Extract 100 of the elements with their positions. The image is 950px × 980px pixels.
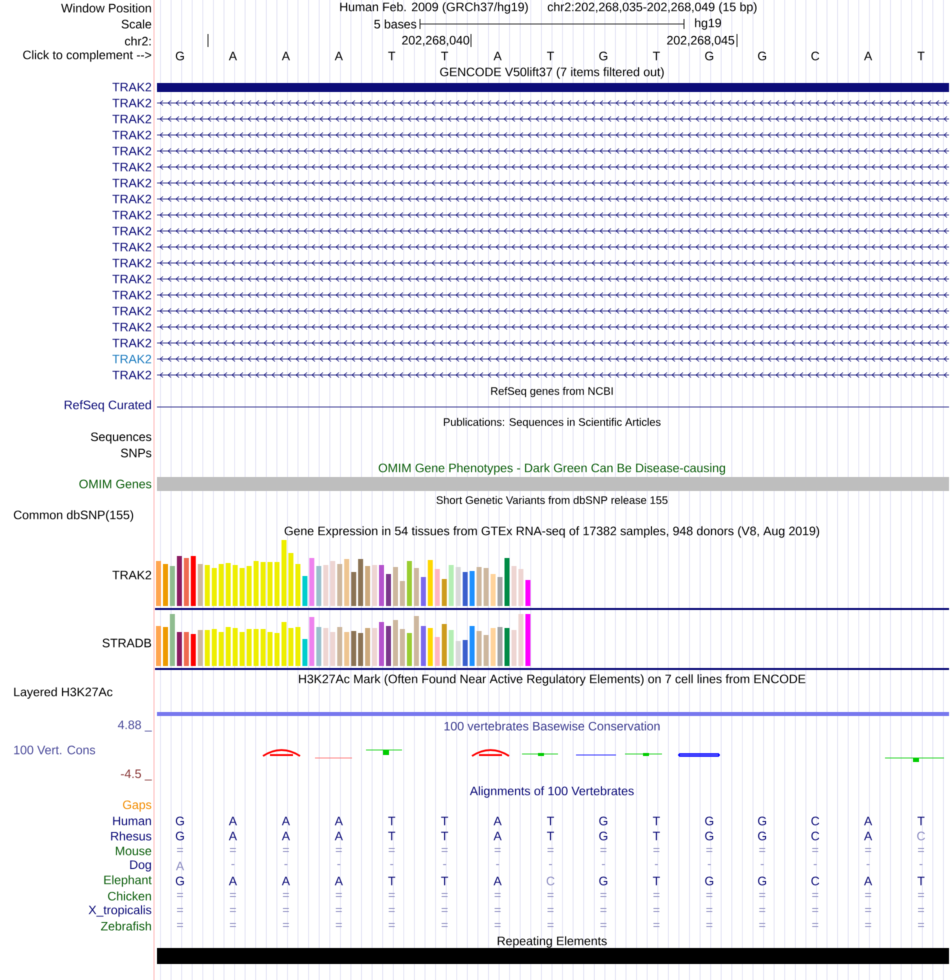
species-label: X_tropicalis [88,905,152,917]
base-letter: = [812,848,818,852]
base-letter: = [494,908,501,912]
base-letter: = [442,923,448,927]
track-label: TRAK2 [112,370,152,380]
base-letter: = [812,893,818,897]
row-label: Scale [122,20,152,28]
base-letter: A [228,52,237,60]
track-label: RefSeq Curated [64,400,151,412]
base-letter: = [759,848,766,852]
track-label: Sequences [90,432,152,444]
track-label: TRAK2 [112,258,152,268]
track-title: Publications: Sequences in Scientific Articles [444,418,661,428]
base-letter: = [230,908,236,912]
base-letter: G [758,52,766,60]
base-letter: - [231,864,234,866]
base-letter: = [442,848,448,852]
track-label: SNPs [120,448,152,458]
base-letter: = [230,893,236,897]
base-letter: = [812,908,818,912]
species-label: Mouse [116,846,152,856]
track-title: Repeating Elements [498,936,607,948]
base-letter: = [548,848,554,852]
base-letter: T [918,816,924,826]
track-label: TRAK2 [112,194,152,204]
base-letter: T [441,876,448,886]
base-letter: = [918,893,924,897]
assembly-label: Human Feb. 2009 (GRCh37/hg19) [340,2,528,14]
base-letter: = [548,893,554,897]
track-label: TRAK2 [112,570,152,580]
base-letter: = [812,923,818,927]
base-letter: = [388,848,395,852]
track-label: TRAK2 [112,130,152,140]
species-label: Zebrafish [101,922,151,931]
base-letter: = [494,923,501,927]
base-letter: = [548,923,554,927]
base-letter: = [336,908,342,912]
base-letter: A [282,52,290,60]
base-letter: = [548,908,554,912]
track-title: GENCODE V50lift37 (7 items filtered out) [440,67,664,79]
base-letter: T [441,832,448,840]
base-letter: T [388,832,396,840]
base-letter: A [334,816,343,826]
track-title: Short Genetic Variants from dbSNP release 155 [436,496,668,504]
base-letter: = [865,848,872,852]
base-letter: = [600,923,606,927]
base-letter: = [865,923,872,927]
base-letter: T [652,876,660,886]
base-letter: = [494,848,501,852]
base-letter: = [706,893,712,897]
track-label: TRAK2 [112,354,152,364]
base-letter: G [758,876,766,886]
base-letter: A [864,52,872,60]
base-letter: G [758,816,766,826]
coordinate-label: 202,268,045 [667,36,734,46]
base-letter: = [230,848,236,852]
base-letter: = [600,848,606,852]
base-letter: = [918,923,924,927]
track-label: TRAK2 [112,210,152,220]
base-letter: T [918,876,924,886]
base-letter: T [388,52,396,60]
base-letter: A [228,832,237,840]
base-letter: T [547,52,554,60]
base-letter: A [282,832,290,840]
base-letter: = [336,923,342,927]
base-letter: - [814,864,817,866]
base-letter: C [811,816,820,826]
base-letter: C [917,832,925,840]
track-title: Gene Expression in 54 tissues from GTEx RNA-seq of 17382 samples, 948 donors (V8, Aug 2019) [284,526,820,538]
base-letter: A [228,876,237,886]
row-label: chr2: [124,36,151,46]
base-letter: = [759,923,766,927]
base-letter: T [547,832,554,840]
base-letter: = [600,893,606,897]
base-letter: = [653,893,660,897]
base-letter: T [547,816,554,826]
track-label: TRAK2 [112,162,152,172]
axis-value: 4.88 _ [118,720,152,732]
track-label: TRAK2 [112,290,152,300]
track-title: RefSeq genes from NCBI [491,386,613,398]
base-letter: - [443,864,446,866]
axis-value: -4.5 _ [120,770,152,780]
track-label: TRAK2 [112,306,152,316]
coordinate-label: 202,268,040 [402,36,470,46]
base-letter: = [336,893,342,897]
base-letter: = [177,848,183,852]
base-letter: = [388,893,395,897]
species-label: Chicken [108,892,151,901]
track-label: TRAK2 [112,242,152,252]
base-letter: = [653,923,660,927]
base-letter: G [705,52,714,60]
base-letter: G [176,52,184,60]
base-letter: = [653,908,660,912]
base-letter: G [599,52,608,60]
track-label: TRAK2 [112,82,152,92]
track-label: TRAK2 [112,226,152,236]
track-label: Layered H3K27Ac [14,687,112,699]
base-letter: = [600,908,606,912]
base-letter: - [654,864,658,866]
track-title: H3K27Ac Mark (Often Found Near Active Regulatory Elements) on 7 cell lines from ENCODE [299,674,806,686]
